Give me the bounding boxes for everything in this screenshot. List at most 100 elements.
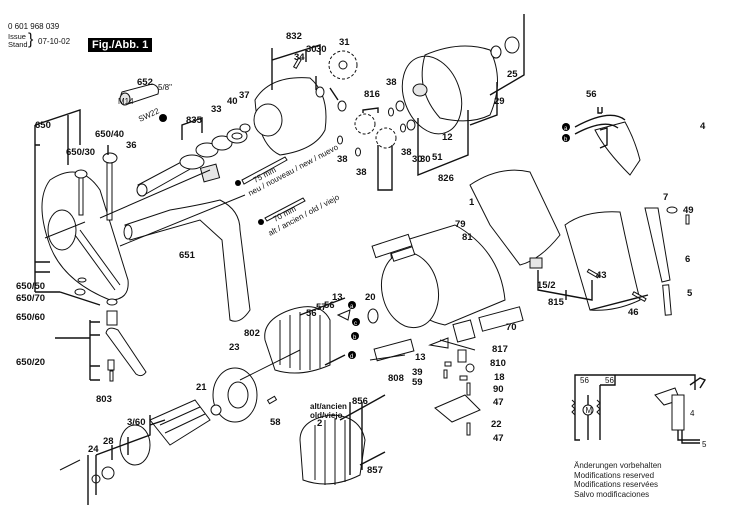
part-label: 826 [438, 173, 454, 184]
bearing-30a[interactable] [315, 86, 325, 98]
bolt-650-30[interactable] [74, 169, 88, 216]
handle-half-815[interactable] [469, 169, 561, 266]
note-de: Änderungen vorbehalten [574, 461, 662, 470]
issue-label: Issue [8, 32, 26, 41]
plate-90[interactable] [459, 375, 468, 381]
washer-33[interactable] [211, 135, 233, 151]
field-old-2[interactable] [299, 414, 366, 485]
part-label: 650/40 [95, 129, 124, 140]
brush-810[interactable] [457, 349, 467, 363]
screw-650-20[interactable] [107, 359, 115, 382]
washer-650-60[interactable] [106, 298, 118, 306]
connector-d: d [348, 351, 356, 360]
motor-housing-1[interactable] [375, 224, 506, 333]
nut-652[interactable] [119, 83, 167, 122]
switch-4[interactable] [594, 121, 641, 176]
part-label: 81 [462, 232, 473, 243]
nameplate-81[interactable] [390, 246, 416, 262]
washer-835[interactable] [195, 142, 219, 158]
part-label: 22 [491, 419, 502, 430]
spring-18[interactable] [465, 363, 475, 373]
plate-39[interactable] [444, 361, 452, 367]
gear-31[interactable] [328, 50, 358, 80]
nameplate-79[interactable] [371, 233, 413, 259]
pin-34[interactable] [292, 57, 302, 70]
part-label: 56 [324, 300, 335, 311]
pin-42-new[interactable] [235, 156, 288, 186]
air-baffle-23[interactable] [212, 367, 258, 423]
wire-56b[interactable] [299, 297, 346, 316]
part-label: 38 [356, 167, 367, 178]
handle-cover-815[interactable] [564, 211, 641, 311]
screw-47b[interactable] [466, 422, 471, 436]
part-label: 30 [412, 154, 423, 165]
part-label: 56 [586, 89, 597, 100]
bracket-symbol: } [28, 31, 34, 48]
bearing-40[interactable] [226, 128, 248, 144]
bolt-650-40[interactable] [102, 152, 118, 221]
ring-37[interactable] [239, 123, 251, 133]
screw-47a[interactable] [466, 382, 471, 396]
washer-38c[interactable] [355, 147, 361, 157]
bearing-30d[interactable] [406, 119, 416, 131]
spring-58[interactable] [266, 395, 278, 405]
bearing-28[interactable] [101, 466, 115, 480]
washer-38d[interactable] [400, 123, 406, 133]
screw-59[interactable] [443, 369, 448, 379]
cover-22[interactable] [434, 394, 481, 423]
connector-b-top: b [562, 134, 570, 143]
gear-814[interactable] [375, 127, 397, 149]
part-label: 38 [401, 147, 412, 158]
wire-56[interactable] [574, 114, 626, 135]
bearing-30b[interactable] [337, 100, 347, 112]
part-label: 49 [683, 205, 694, 216]
sleeve-650-60[interactable] [106, 310, 118, 326]
part-label: 15/2 [537, 280, 556, 291]
brush-holder-817[interactable] [452, 319, 476, 343]
label-70[interactable] [478, 306, 524, 332]
slider-15-2[interactable] [529, 257, 543, 269]
note-fr: Modifications reservées [574, 480, 659, 489]
clamp-7[interactable] [666, 206, 678, 214]
lever-650-20[interactable] [105, 327, 147, 377]
clip-13b[interactable] [428, 337, 449, 349]
part-label: 815 [548, 297, 565, 308]
screw-49[interactable] [685, 214, 690, 225]
part-label: 2 [317, 418, 322, 429]
bearing-30c[interactable] [395, 100, 405, 112]
handle-651[interactable] [123, 199, 251, 322]
washer-29[interactable] [490, 45, 502, 59]
clip-13a[interactable] [336, 309, 351, 321]
leader-lines [34, 14, 649, 505]
armature-803[interactable] [149, 399, 211, 446]
part-label: 18 [494, 372, 505, 383]
cable-5[interactable] [662, 284, 672, 316]
part-label: 30 [306, 44, 317, 55]
connector-c: c [352, 318, 360, 327]
screw-43[interactable] [586, 268, 600, 279]
bracket-20[interactable] [367, 308, 379, 324]
part-label: 43 [596, 270, 607, 281]
flange-826[interactable] [392, 45, 498, 142]
part-label: 817 [492, 344, 508, 355]
washer-38a[interactable] [388, 107, 394, 117]
ring-25[interactable] [504, 36, 520, 54]
label-808[interactable] [373, 338, 415, 362]
bearing-21[interactable] [210, 404, 222, 416]
spindle-36[interactable] [136, 154, 205, 197]
wiring-schematic: M 56 56 4 5 [571, 374, 707, 449]
wire-56c[interactable] [324, 354, 346, 366]
part-label: 56 [306, 308, 317, 319]
gear-816[interactable] [354, 113, 376, 135]
washer-650-50[interactable] [77, 277, 87, 283]
field-802[interactable] [264, 306, 331, 374]
gear-housing-832[interactable] [253, 77, 327, 156]
part-label: 1 [469, 197, 475, 208]
washer-38b[interactable] [337, 135, 343, 145]
cable-guard-6[interactable] [644, 207, 671, 283]
pin-42-old[interactable] [258, 197, 306, 225]
issue-date: 07-10-02 [38, 37, 71, 46]
svg-text:b: b [564, 137, 568, 143]
part-label: 20 [365, 292, 376, 303]
nut-650-70[interactable] [74, 288, 86, 296]
